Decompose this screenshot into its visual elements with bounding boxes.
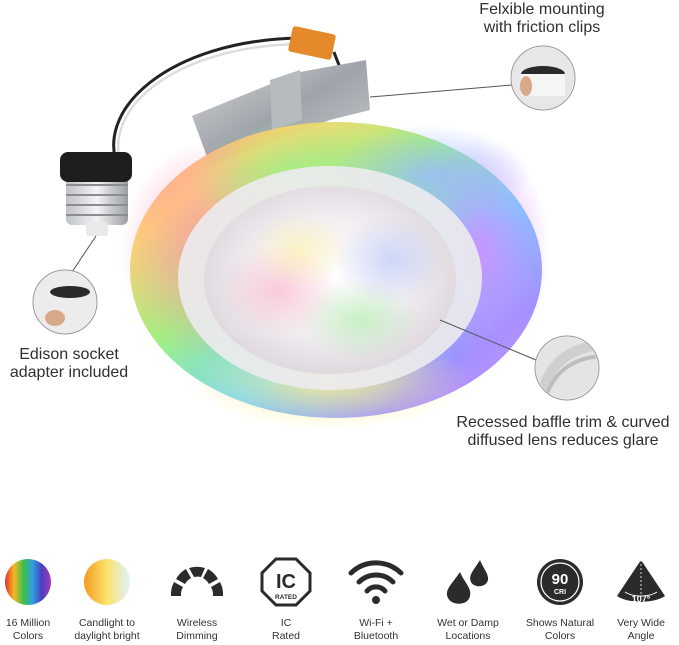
feature-dimming-line1: Wireless: [176, 617, 218, 629]
cri-badge-icon: 90 CRI: [537, 559, 583, 605]
feature-color-temp-line1: Candlight to: [78, 617, 136, 629]
feature-dimming-line2: Dimming: [176, 630, 218, 642]
downlight-product-image: [32, 26, 600, 430]
feature-ic-line1: IC: [280, 617, 292, 629]
feature-colors-line1: 16 Million: [5, 617, 51, 629]
diffused-lens: [178, 166, 482, 390]
cri-badge-value: 90: [552, 571, 569, 588]
callout-leaders: [71, 84, 537, 361]
callout-socket-line2: adapter included: [9, 364, 129, 381]
edison-socket-adapter: [60, 152, 132, 236]
callout-mounting-line2: with friction clips: [483, 19, 601, 36]
beam-angle-icon: 107°: [617, 560, 665, 604]
thumbnail-socket-install: [32, 269, 98, 335]
feature-angle-line2: Angle: [627, 630, 655, 642]
feature-wifi: Wi-Fi +Bluetooth: [334, 556, 418, 643]
dimming-gauge-icon: [170, 566, 224, 596]
wifi-icon: [348, 560, 404, 604]
callout-baffle: Recessed baffle trim & curved diffused l…: [452, 414, 674, 450]
feature-wet-line2: Locations: [445, 630, 491, 642]
feature-wet-line1: Wet or Damp: [437, 617, 499, 629]
ic-badge-sub: RATED: [275, 594, 297, 601]
callout-socket-line1: Edison socket: [19, 346, 119, 363]
water-drops-icon: [446, 560, 489, 604]
feature-cri-line2: Colors: [544, 630, 576, 642]
callout-mounting: Felxible mounting with friction clips: [462, 1, 622, 37]
ic-rated-octagon-icon: IC RATED: [260, 557, 312, 607]
feature-color-temp-line2: daylight bright: [74, 630, 140, 642]
cri-badge-sub: CRI: [554, 589, 566, 596]
ic-badge-text: IC: [276, 571, 296, 593]
callout-socket: Edison socket adapter included: [6, 346, 132, 382]
callout-mounting-line1: Felxible mounting: [479, 1, 605, 18]
feature-wifi-line1: Wi-Fi +: [359, 617, 393, 629]
feature-colors-line2: Colors: [12, 630, 44, 642]
callout-baffle-line1: Recessed baffle trim & curved: [456, 414, 670, 431]
rainbow-circle-icon: [5, 559, 51, 605]
thumbnail-baffle-trim: [534, 335, 600, 401]
beam-angle-value: 107°: [632, 594, 651, 604]
feature-cri-line1: Shows Natural: [525, 617, 595, 629]
feature-ic-line2: Rated: [271, 630, 301, 642]
thumbnail-friction-clip: [510, 45, 576, 111]
warm-gradient-circle-icon: [84, 559, 130, 605]
callout-baffle-line2: diffused lens reduces glare: [467, 432, 659, 449]
feature-wifi-line2: Bluetooth: [353, 630, 399, 642]
feature-angle-line1: Very Wide: [617, 617, 665, 629]
